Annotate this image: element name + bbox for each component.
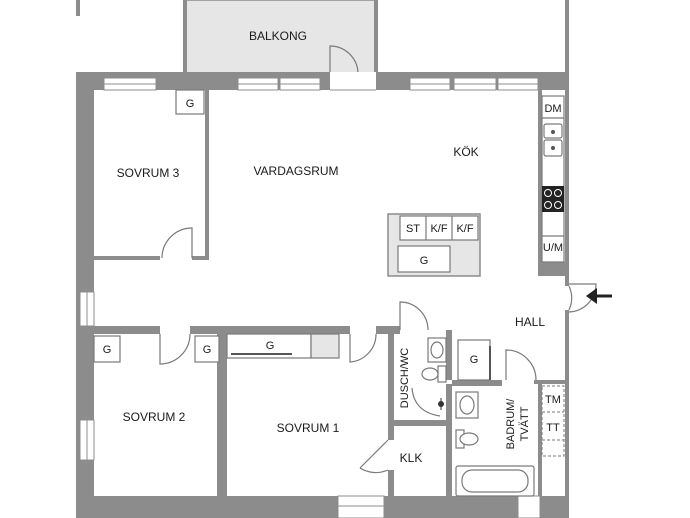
toilet-icon [421,365,447,383]
window-top-5 [453,77,497,91]
shower-icon [411,387,444,417]
label-g-sovrum2: G [103,344,112,356]
washbasin-icon [455,391,479,419]
kitchen-sink-icon [543,123,563,157]
label-kf-1: K/F [430,223,447,235]
room-label-tvatt: TVÄTT [519,406,531,441]
window-left-1 [79,291,95,327]
label-tt: TT [546,422,560,434]
room-label-klk: KLK [400,451,423,465]
window-left-2 [79,419,95,461]
label-dm: DM [544,103,561,115]
entrance-door [568,283,597,313]
window-top-3 [279,77,321,91]
door-sovrum3 [161,227,193,259]
room-label-vardagsrum: VARDAGSRUM [253,164,338,178]
stove-icon [542,186,564,212]
room-label-badrum: BADRUM/ [505,398,517,450]
kitchen-counter: DM U/M [541,95,565,263]
label-g-hall-left: G [203,344,212,356]
room-label-balkong: BALKONG [249,29,307,43]
window-top-4 [409,77,451,91]
door-dusch [399,301,429,331]
wardrobe-hall-right: G [457,339,491,381]
room-label-kok: KÖK [453,145,478,159]
label-g-sovrum1: G [266,340,275,352]
bathtub-icon [455,465,535,497]
label-tm: TM [545,394,561,406]
dusch-wc-fixtures [411,337,447,417]
exterior-walls [76,72,569,518]
room-label-sovrum2: SOVRUM 2 [123,410,186,424]
room-label-sovrum3: SOVRUM 3 [117,166,180,180]
room-label-dusch-wc: DUSCH/WC [399,348,411,409]
kitchen-island: ST K/F K/F G [387,213,481,277]
interior-walls [94,90,565,496]
wardrobe-sovrum1: G [226,333,340,359]
label-g-hall-right: G [470,354,479,366]
label-st: ST [406,223,420,235]
wardrobe-hall-left: G [194,335,220,363]
door-badrum [505,349,537,381]
wardrobe-sovrum3: G [175,89,205,115]
wardrobe-sovrum2: G [93,335,121,363]
window-top-1 [103,77,157,91]
room-label-sovrum1: SOVRUM 1 [277,421,340,435]
label-um: U/M [543,242,563,254]
door-sovrum1 [349,333,377,363]
balcony-door-swing [329,45,359,75]
window-top-6 [497,77,539,91]
label-g-sovrum3: G [186,98,195,110]
arrow-left-icon [586,288,612,304]
washbasin-icon [427,337,447,363]
label-g-island: G [420,255,429,267]
label-kf-2: K/F [456,223,473,235]
doors [159,227,597,474]
toilet-icon [455,429,479,449]
room-label-hall: HALL [515,315,545,329]
balcony [183,0,378,75]
badrum-fixtures: TM TT [455,385,565,497]
door-sovrum2 [159,333,191,365]
window-top-2 [237,77,279,91]
door-klk [359,439,389,474]
washer-dryer: TM TT [541,385,565,457]
